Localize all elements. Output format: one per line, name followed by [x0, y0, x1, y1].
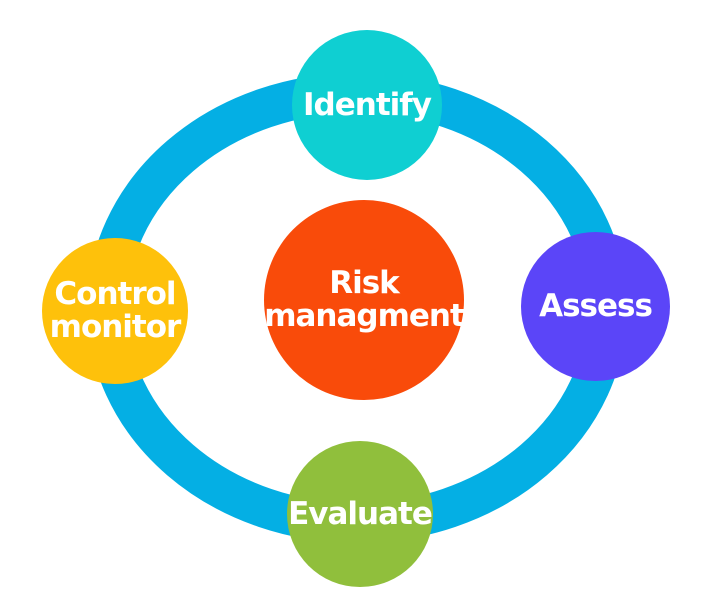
node-identify-label: Identify	[303, 86, 432, 123]
node-control-monitor: Control monitor	[42, 238, 188, 384]
node-assess: Assess	[521, 232, 670, 381]
node-control-monitor-label: Control monitor	[49, 276, 182, 345]
node-risk-management-label: Risk managment	[264, 265, 465, 334]
node-evaluate: Evaluate	[287, 441, 433, 587]
node-risk-management-center: Risk managment	[264, 200, 465, 400]
node-identify: Identify	[292, 30, 442, 180]
node-evaluate-label: Evaluate	[288, 495, 433, 532]
node-assess-label: Assess	[539, 288, 653, 325]
